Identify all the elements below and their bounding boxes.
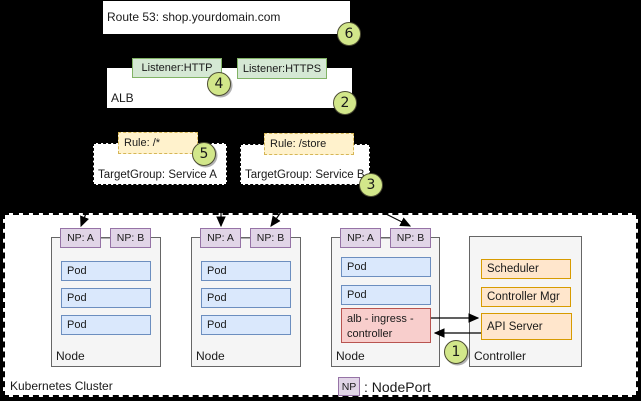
node-3-pod-1: Pod [341,257,431,277]
node-2-label: Node [196,349,225,363]
node-2-pod-2: Pod [201,288,291,308]
scheduler-box: Scheduler [481,259,571,279]
api-server-box: API Server [481,313,572,340]
listener-https-box: Listener:HTTPS [237,58,327,79]
node-1-pod-2: Pod [61,288,151,308]
step-badge-1: 1 [444,340,468,364]
targetgroup-service-a-label: TargetGroup: Service A [98,169,217,181]
step-badge-3: 3 [359,173,383,197]
node-1-pod-3: Pod [61,315,151,335]
step-badge-6: 6 [337,22,361,46]
node-3-nodeport-a: NP: A [340,228,381,248]
targetgroup-service-b-label: TargetGroup: Service B [245,169,365,181]
kubernetes-cluster-label: Kubernetes Cluster [10,379,113,393]
node-1-label: Node [56,349,85,363]
node-3-nodeport-b: NP: B [390,228,431,248]
listener-http-box: Listener:HTTP [132,58,222,78]
node-2-pod-3: Pod [201,315,291,335]
rule-store-box: Rule: /store [264,133,354,155]
rule-root-box: Rule: /* [118,132,198,154]
node-1-nodeport-a: NP: A [60,228,101,248]
step-badge-2: 2 [333,91,357,115]
route53-box: Route 53: shop.yourdomain.com [103,1,350,34]
node-2-nodeport-a: NP: A [200,228,241,248]
node-2-pod-1: Pod [201,261,291,281]
node-2-nodeport-b: NP: B [250,228,291,248]
alb-ingress-controller-box: alb - ingress - controller [341,308,431,343]
controller-mgr-box: Controller Mgr [481,287,571,307]
step-badge-4: 4 [207,72,231,96]
step-badge-5: 5 [192,142,216,166]
alb-label: ALB [111,91,134,105]
route53-label: Route 53: shop.yourdomain.com [107,10,281,24]
node-3-pod-2: Pod [341,285,431,305]
controller-label: Controller [474,349,527,363]
node-3-label: Node [336,349,365,363]
legend-nodeport-text: : NodePort [364,379,431,395]
node-1-nodeport-b: NP: B [110,228,151,248]
node-1-pod-1: Pod [61,261,151,281]
legend-nodeport-box: NP [338,377,360,396]
